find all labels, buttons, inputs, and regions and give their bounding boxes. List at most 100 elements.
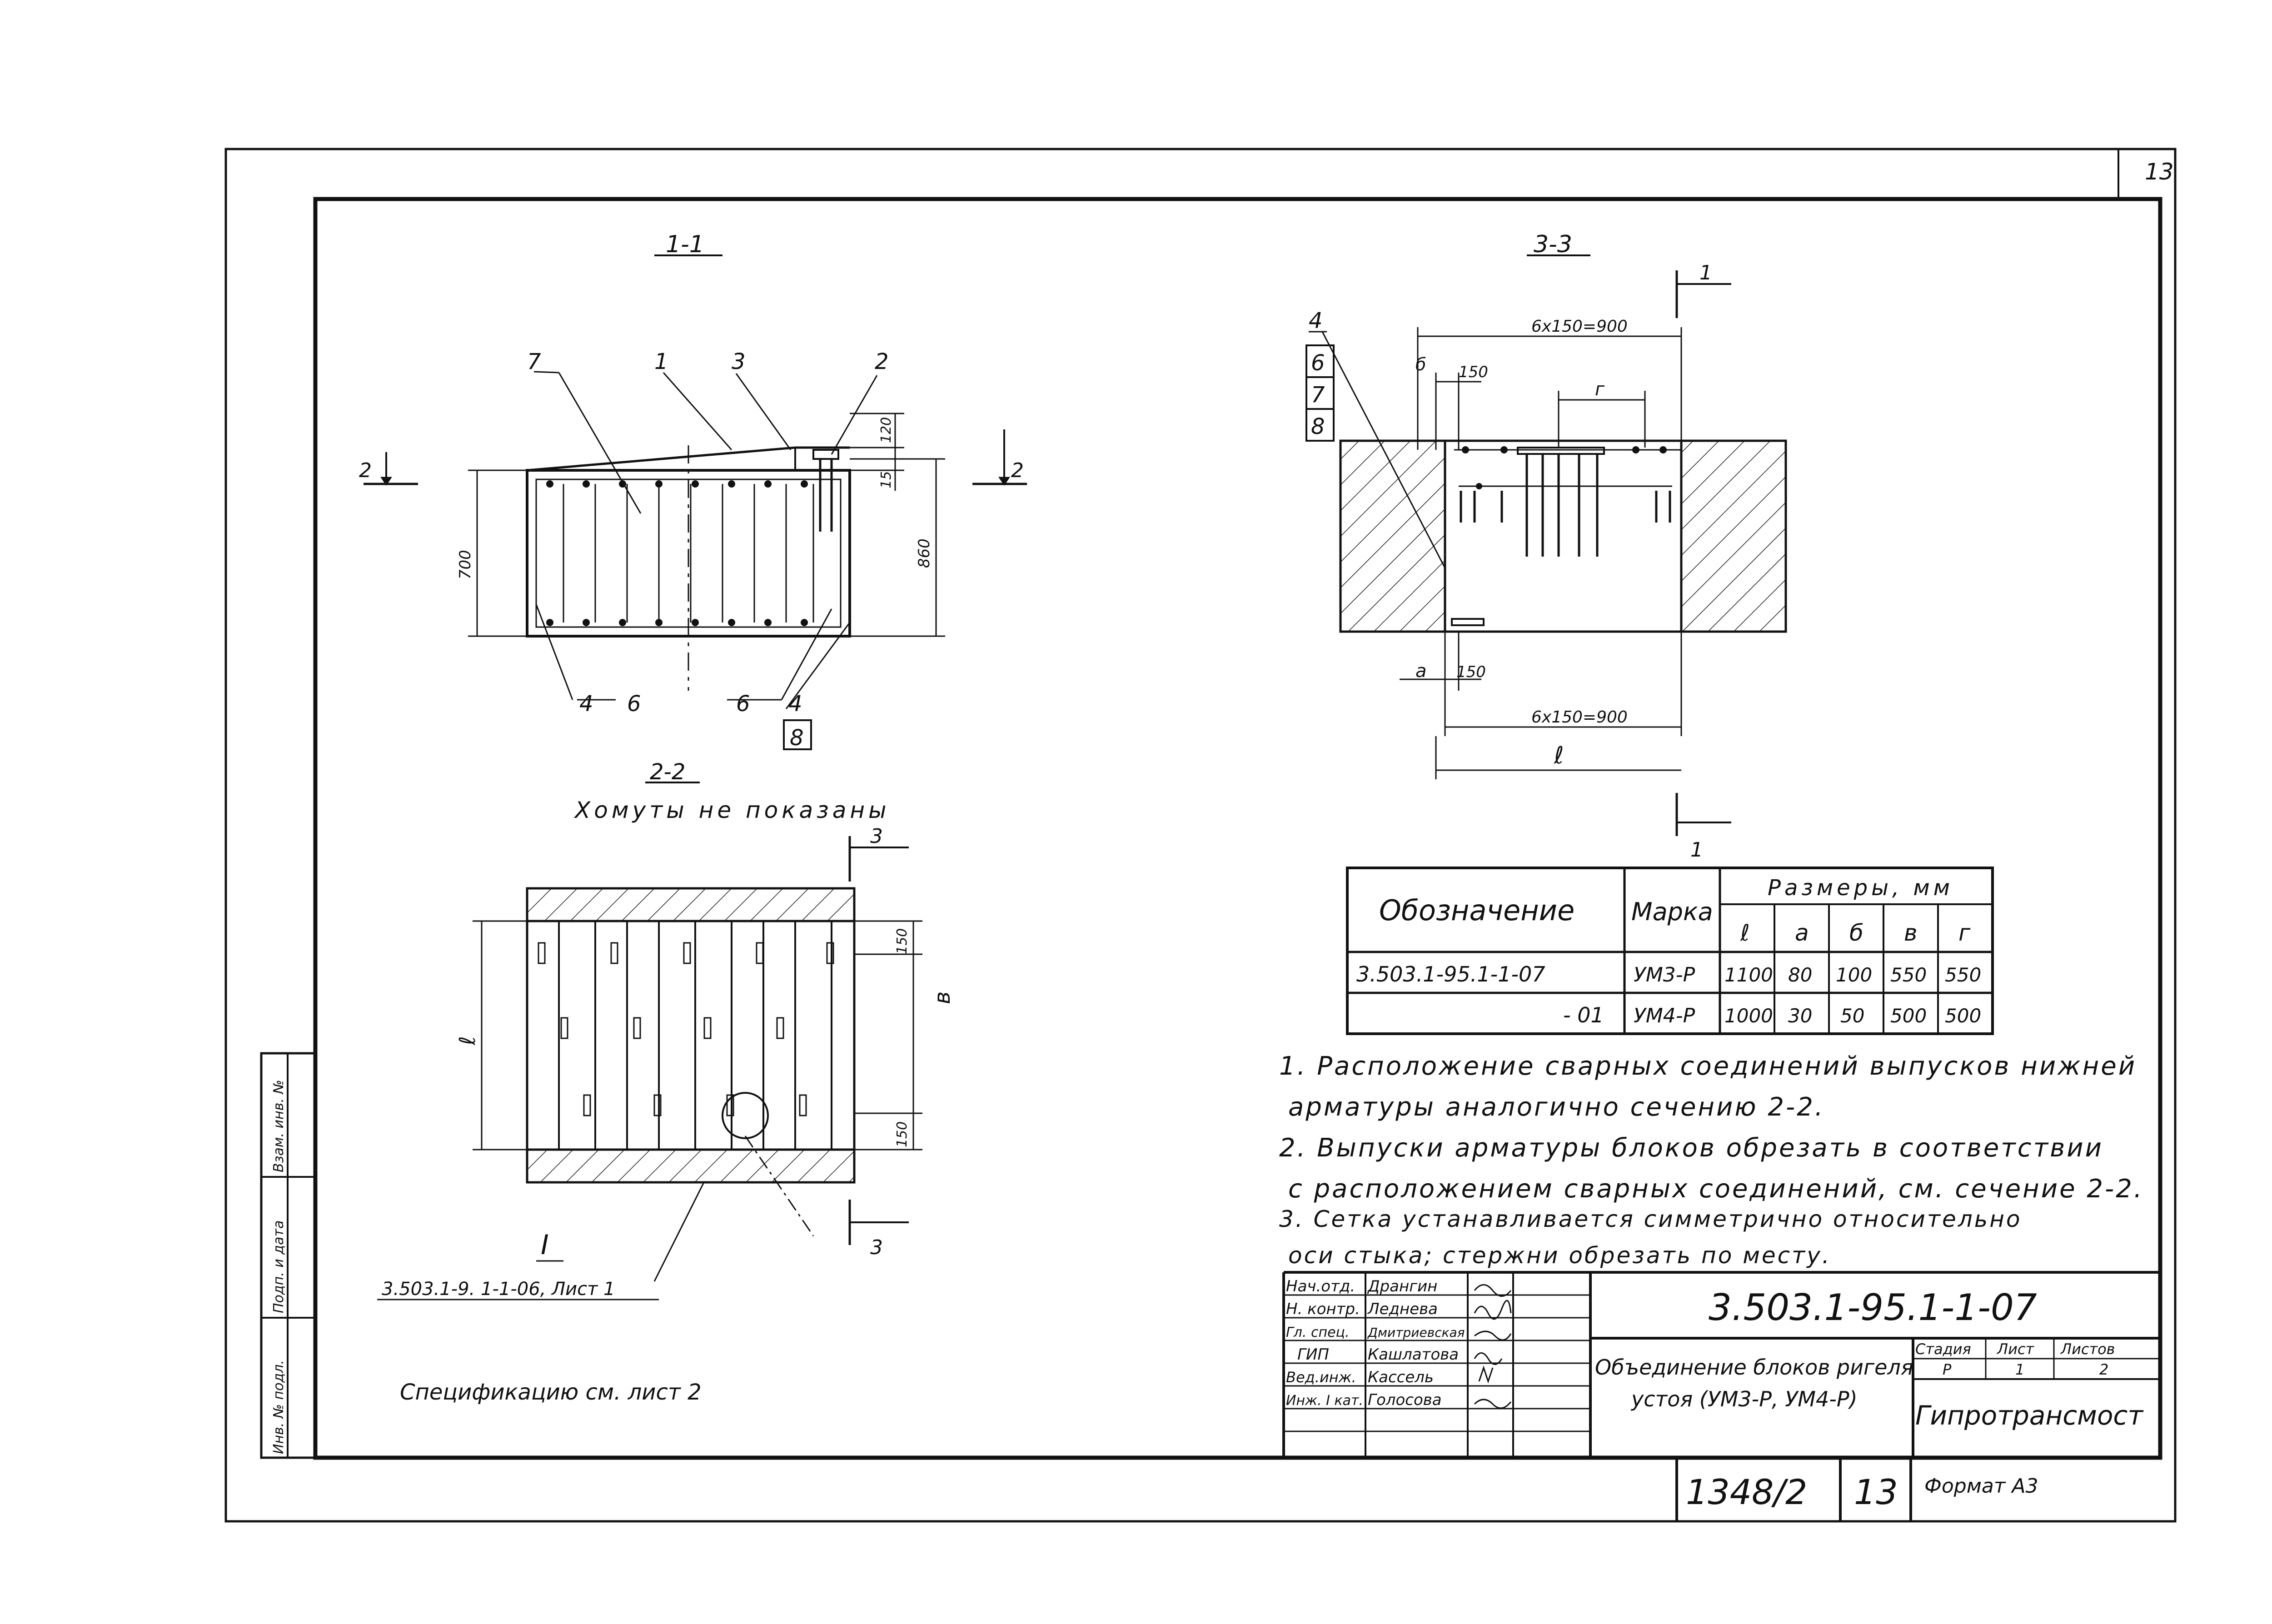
th-sizes: Размеры, мм: [1768, 875, 1953, 901]
note-line-1: 1. Расположение сварных соединений выпус…: [1279, 1051, 2137, 1081]
signer-name-1: Дрангин: [1367, 1277, 1437, 1295]
section-2-2-note: Хомуты не показаны: [573, 797, 890, 823]
row2-mark: УМ4-Р: [1634, 1004, 1695, 1027]
dim-2-2-v: в: [930, 991, 955, 1004]
signer-name-2: Леднева: [1367, 1300, 1438, 1318]
callout-6a: 6: [627, 691, 641, 717]
row2-b: 50: [1840, 1005, 1864, 1027]
section-2-2: 2-2 Хомуты не показаны: [455, 759, 955, 1282]
callout-1: 1: [654, 349, 668, 374]
signer-role-5: Вед.инж.: [1286, 1369, 1356, 1386]
dim-3-3-150a: 150: [1459, 363, 1488, 381]
dim-2-2-150b: 150: [894, 1121, 910, 1147]
cut-1-bottom: 1: [1690, 838, 1703, 862]
dim-700: 700: [456, 550, 474, 579]
organization: Гипротрансмост: [1915, 1400, 2144, 1431]
row1-b: 100: [1836, 964, 1872, 986]
section-2-2-ref: 3.503.1-9. 1-1-06, Лист 1: [382, 1279, 615, 1300]
dim-2-2-l: ℓ: [455, 1036, 480, 1046]
detail-I: I: [541, 1229, 549, 1261]
notes: 1. Расположение сварных соединений выпус…: [1279, 1051, 2144, 1269]
row1-mark: УМ3-Р: [1634, 963, 1695, 986]
th-sheet: Лист: [1997, 1340, 2034, 1358]
stamp-replace-inv: Взам. инв. №: [271, 1080, 287, 1172]
callout-4a: 4: [579, 691, 593, 717]
callout-3-3-7: 7: [1311, 382, 1325, 408]
th-sheets: Листов: [2060, 1340, 2115, 1358]
dim-2-2-150a: 150: [894, 928, 910, 954]
doc-title-1: Объединение блоков ригеля: [1595, 1355, 1913, 1380]
row1-a: 80: [1788, 964, 1812, 986]
side-stamp: Взам. инв. № Подп. и дата Инв. № подл.: [260, 1052, 317, 1459]
th-designation: Обозначение: [1379, 894, 1574, 927]
signer-role-2: Н. контр.: [1286, 1300, 1360, 1318]
dim-3-3-bot: 6x150=900: [1531, 708, 1628, 727]
callout-7: 7: [527, 349, 541, 374]
row2-a: 30: [1788, 1005, 1812, 1027]
val-sheets: 2: [2099, 1361, 2108, 1378]
row2-v: 500: [1890, 1005, 1927, 1027]
th-col-l: ℓ: [1740, 920, 1750, 946]
dim-120: 120: [878, 417, 894, 443]
th-col-a: а: [1795, 920, 1809, 946]
callout-4b: 4: [788, 691, 802, 717]
section-3-3: 3-3 6x150=: [1305, 231, 1787, 862]
callout-3: 3: [732, 349, 746, 374]
dim-3-3-150b: 150: [1456, 663, 1486, 681]
note-line-2: арматуры аналогично сечению 2-2.: [1288, 1092, 1825, 1122]
section-2-2-title: 2-2: [650, 759, 685, 785]
th-mark: Марка: [1631, 897, 1713, 926]
signer-name-4: Кашлатова: [1368, 1345, 1459, 1364]
note-line-5: 3. Сетка устанавливается симметрично отн…: [1279, 1206, 2022, 1232]
cut-2-right: 2: [1011, 459, 1024, 482]
row2-l: 1000: [1724, 1005, 1773, 1027]
val-stage: Р: [1943, 1361, 1952, 1378]
section-3-3-title: 3-3: [1534, 231, 1572, 258]
signer-name-3: Дмитриевская: [1367, 1325, 1465, 1340]
signer-name-5: Кассель: [1368, 1368, 1434, 1386]
val-sheet: 1: [2015, 1361, 2024, 1378]
signer-role-1: Нач.отд.: [1286, 1277, 1355, 1295]
note-line-4: с расположением сварных соединений, см. …: [1288, 1174, 2144, 1204]
dim-3-3-a: а: [1415, 661, 1427, 682]
dim-3-3-b: б: [1415, 354, 1426, 374]
row1-designation: 3.503.1-95.1-1-07: [1356, 962, 1545, 986]
callout-2: 2: [875, 349, 889, 374]
format: Формат А3: [1924, 1475, 2038, 1498]
doc-title-2: устоя (УМ3-Р, УМ4-Р): [1630, 1387, 1858, 1411]
outer-frame: [224, 148, 2177, 1523]
th-col-b: б: [1849, 920, 1863, 946]
callout-6b: 6: [736, 691, 750, 717]
bottom-page: 13: [1854, 1472, 1898, 1512]
signer-role-4: ГИП: [1297, 1345, 1329, 1364]
spec-note: Спецификацию см. лист 2: [400, 1380, 702, 1405]
row1-v: 550: [1890, 964, 1927, 986]
note-line-6: оси стыка; стержни обрезать по месту.: [1288, 1242, 1831, 1269]
doc-code: 3.503.1-95.1-1-07: [1709, 1286, 2037, 1329]
cut-3-top: 3: [870, 825, 883, 848]
dim-860: 860: [915, 538, 933, 568]
signer-name-6: Голосова: [1368, 1391, 1442, 1409]
cut-1-top: 1: [1699, 261, 1712, 284]
th-stage: Стадия: [1915, 1340, 1971, 1358]
stamp-sign-date: Подп. и дата: [271, 1220, 287, 1313]
callout-3-3-8: 8: [1311, 414, 1325, 439]
signer-role-3: Гл. спец.: [1286, 1325, 1349, 1340]
section-1-1-title: 1-1: [666, 231, 704, 258]
page-number: 13: [2145, 159, 2174, 185]
dimensions-table: Обозначение Марка Размеры, мм ℓ а б в г …: [1346, 867, 1994, 1035]
bottom-code: 1348/2: [1686, 1472, 1807, 1512]
cut-3-bottom: 3: [870, 1236, 883, 1259]
section-1-1: 1-1: [359, 231, 1027, 751]
cut-2-left: 2: [359, 459, 372, 482]
signer-role-6: Инж. I кат.: [1286, 1393, 1363, 1409]
dim-3-3-top: 6x150=900: [1531, 317, 1628, 336]
row1-g: 550: [1945, 964, 1981, 986]
inner-frame: [313, 197, 2162, 1460]
dim-15: 15: [878, 471, 894, 488]
row2-g: 500: [1945, 1005, 1981, 1027]
callout-8: 8: [790, 725, 804, 751]
dim-3-3-g: г: [1595, 379, 1605, 400]
stamp-inv-orig: Инв. № подл.: [271, 1360, 287, 1454]
